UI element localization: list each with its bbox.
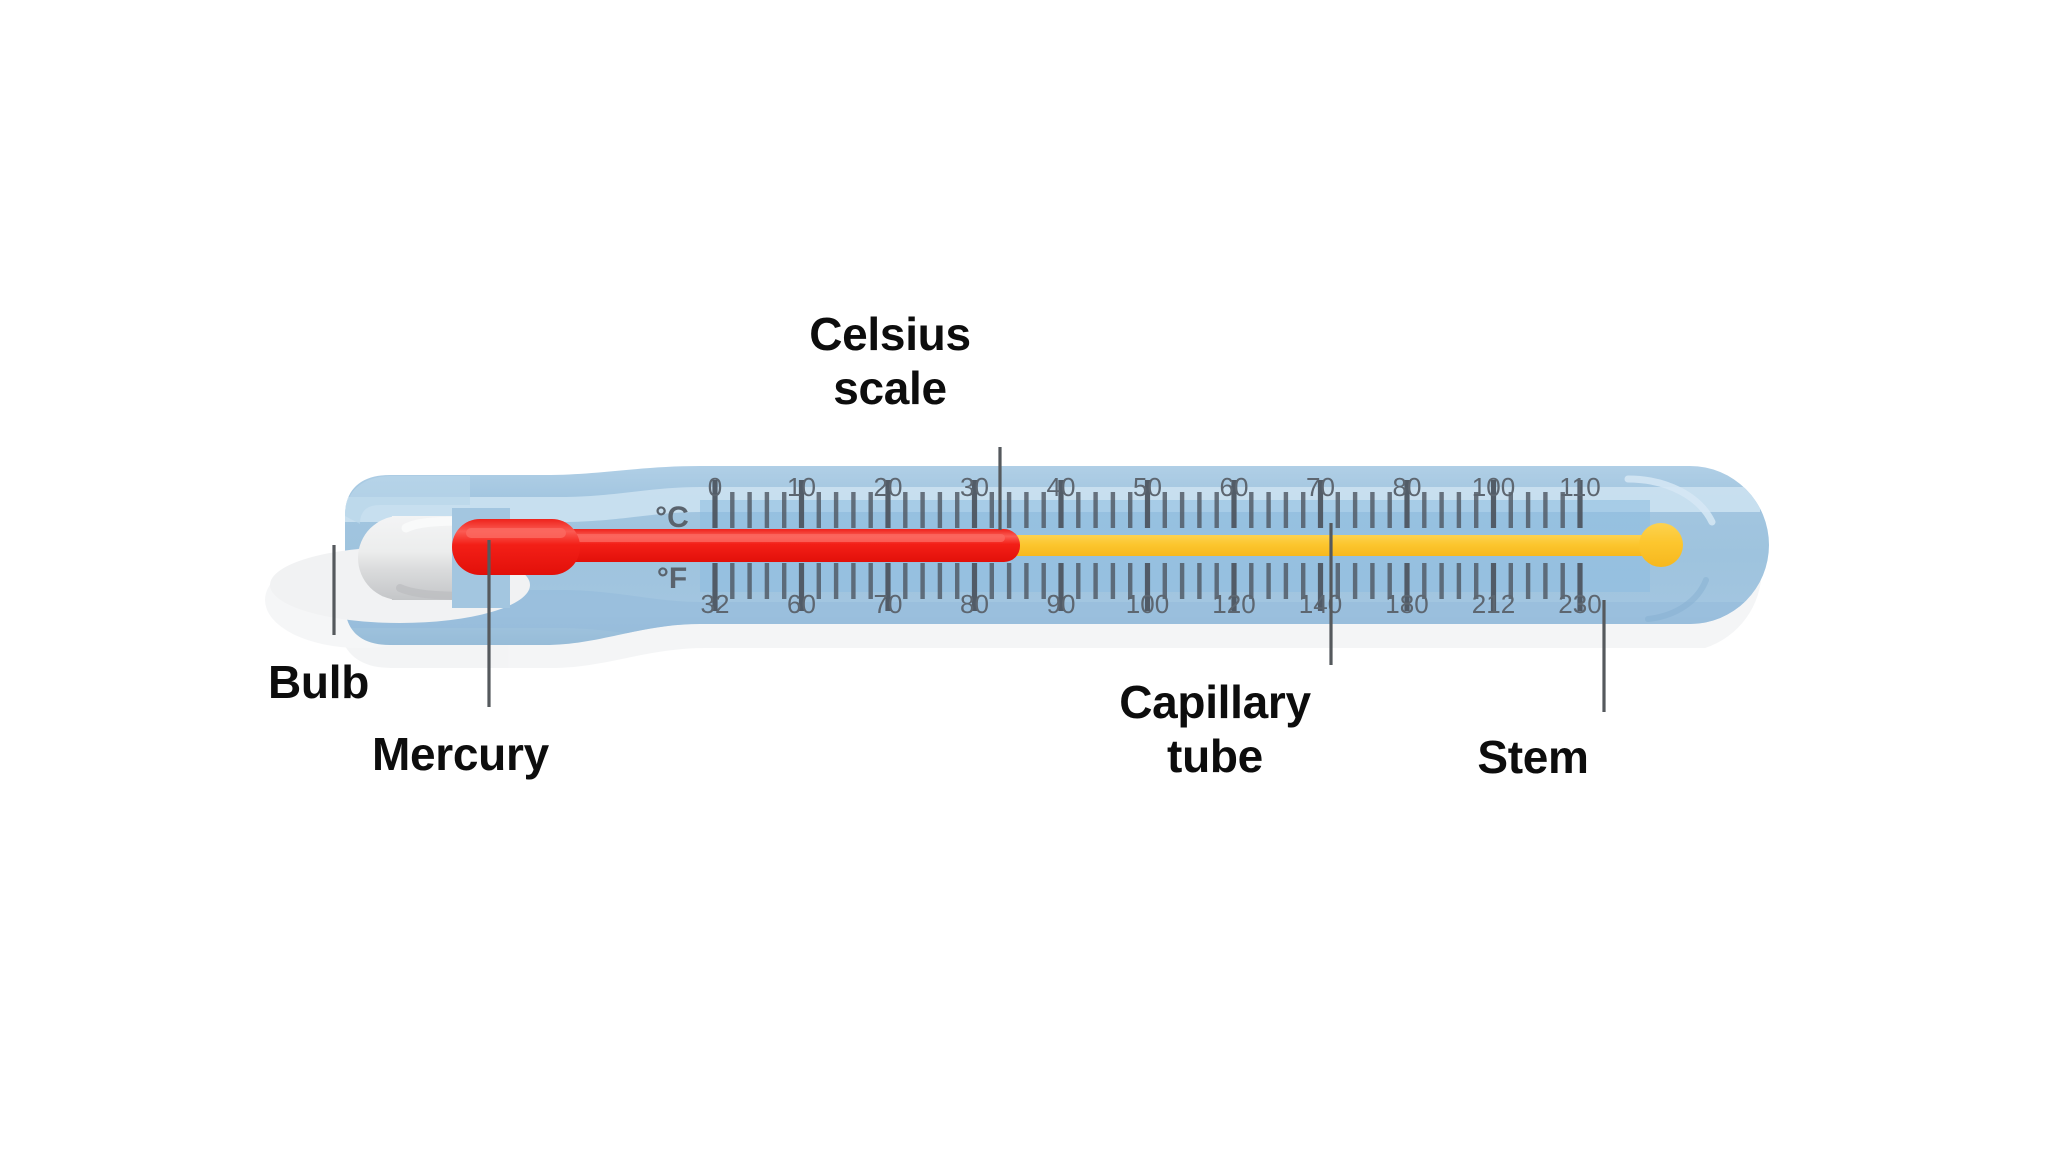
celsius-tick-marks	[712, 480, 1583, 528]
celsius-scale-numbers: 0 10 20 30 40 50 60 70 80 100 110	[708, 472, 1601, 502]
scale-number: 80	[960, 589, 989, 619]
scale-number: 60	[787, 589, 816, 619]
callout-label-celsius-scale: Celsius scale	[809, 308, 971, 415]
scale-number: 120	[1212, 589, 1255, 619]
scale-number: 50	[1133, 472, 1162, 502]
fahrenheit-scale-numbers: 32 60 70 80 90 100 120 140 180 212 230	[701, 589, 1602, 619]
scale-number: 140	[1299, 589, 1342, 619]
celsius-unit-label: °C	[655, 501, 689, 534]
fahrenheit-unit-label: °F	[657, 562, 687, 595]
scale-number: 100	[1126, 589, 1169, 619]
callout-leader-lines	[332, 447, 1606, 712]
scale-number: 0	[708, 472, 722, 502]
callout-label-capillary-tube: Capillary tube	[1119, 676, 1311, 783]
scale-number: 180	[1385, 589, 1428, 619]
scale-number: 70	[874, 589, 903, 619]
scale-number: 70	[1306, 472, 1335, 502]
scale-number: 230	[1558, 589, 1601, 619]
scale-number: 90	[1047, 589, 1076, 619]
callout-label-mercury: Mercury	[372, 728, 549, 780]
scale-number: 20	[874, 472, 903, 502]
callout-label-stem: Stem	[1477, 731, 1589, 783]
fahrenheit-tick-marks	[712, 563, 1583, 611]
scale-number: 100	[1472, 472, 1515, 502]
scale-number: 212	[1472, 589, 1515, 619]
scale-number: 110	[1559, 472, 1600, 502]
scale-number: 10	[787, 472, 816, 502]
scale-number: 80	[1393, 472, 1422, 502]
capillary-end-bulb	[1639, 523, 1683, 567]
scale-number: 32	[701, 589, 730, 619]
scale-number: 60	[1220, 472, 1249, 502]
callout-label-bulb: Bulb	[268, 656, 369, 708]
scale-number: 30	[960, 472, 989, 502]
scale-number: 40	[1047, 472, 1076, 502]
